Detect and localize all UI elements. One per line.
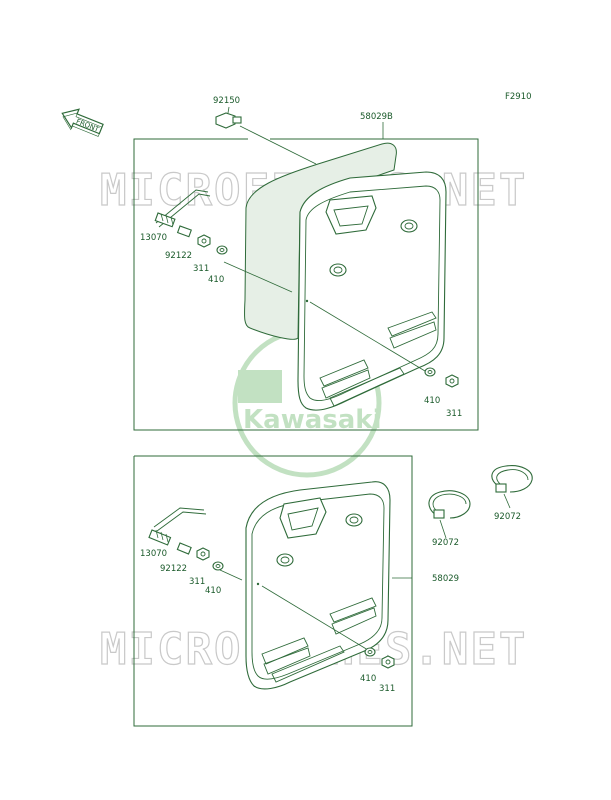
label-upper-rod: 13070 (140, 233, 167, 243)
upper-washer-right (424, 367, 436, 377)
lower-slots (261, 597, 377, 683)
label-lower-rod: 13070 (140, 549, 167, 559)
label-upper-bolt: 92150 (213, 96, 240, 106)
upper-nut-right (445, 374, 459, 388)
lower-rod-13070 (148, 507, 207, 546)
label-clamp-b: 92072 (494, 512, 521, 522)
label-upper-nut-left: 311 (193, 264, 209, 274)
label-upper-collar: 92122 (165, 251, 192, 261)
clamp-92072-a (428, 490, 471, 539)
lower-license-bracket (245, 481, 391, 690)
label-upper-washer-left: 410 (208, 275, 224, 285)
upper-rod-13070 (154, 189, 211, 228)
label-upper-washer-right: 410 (424, 396, 440, 406)
upper-washer-left (216, 245, 228, 255)
upper-nut-left (197, 234, 211, 248)
label-lower-plate: 58029 (432, 574, 459, 584)
lower-washer-right (364, 647, 376, 657)
upper-backing-plate (244, 142, 397, 340)
lower-nut-left (196, 547, 210, 561)
label-clamp-a: 92072 (432, 538, 459, 548)
label-lower-nut-right: 311 (379, 684, 395, 694)
front-arrow-icon: FRONT (61, 108, 104, 137)
label-upper-plate: 58029B (360, 112, 393, 122)
lower-collar (176, 542, 192, 555)
upper-collar (176, 225, 192, 238)
label-lower-nut-left: 311 (189, 577, 205, 587)
label-upper-nut-right: 311 (446, 409, 462, 419)
label-lower-washer-right: 410 (360, 674, 376, 684)
lower-nut-right (381, 655, 395, 669)
upper-slots (319, 311, 437, 407)
logo-block (238, 370, 282, 403)
clamp-92072-b (491, 465, 533, 509)
upper-assembly: 92150 58029B (133, 96, 479, 431)
bolt-92150 (215, 106, 317, 165)
label-lower-washer-left: 410 (205, 586, 221, 596)
lower-washer-left (212, 561, 224, 571)
label-lower-collar: 92122 (160, 564, 187, 574)
figure-code: F2910 (505, 92, 532, 102)
lower-assembly: 13070 92122 311 410 58029 410 311 92072 (133, 455, 533, 727)
